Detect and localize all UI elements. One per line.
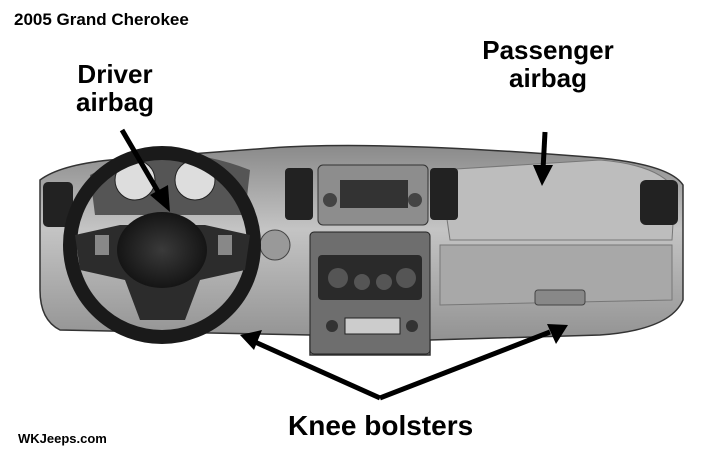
driver-airbag-label-line1: Driver [77,59,153,89]
right-vent [640,180,678,225]
driver-airbag-hub [117,212,207,288]
steering-wheel [63,146,261,344]
dashboard [39,144,684,356]
passenger-airbag-label-line1: Passenger [482,35,614,65]
knee-bolsters-label: Knee bolsters [288,410,474,441]
arrows [119,128,568,401]
passenger-airbag-label-line2: airbag [508,63,588,93]
page-title: 2005 Grand Cherokee [14,10,189,29]
driver-airbag-label: Driver airbag [55,60,175,116]
center-console [309,164,431,355]
left-vent [43,182,73,227]
watermark: WKJeeps.com [18,431,107,446]
driver-airbag-label-line2: airbag [75,87,155,117]
passenger-airbag-label: Passenger airbag [468,36,628,92]
